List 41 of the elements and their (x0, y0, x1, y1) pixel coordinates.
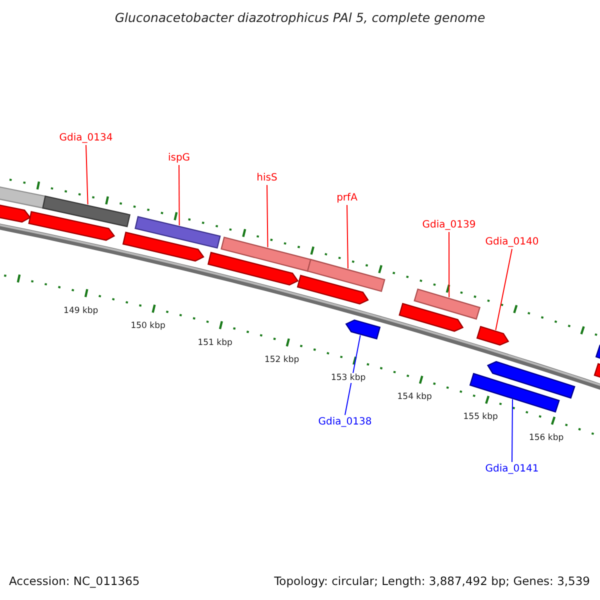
gene-label: Gdia_0141 (485, 464, 539, 474)
gene-segment (207, 252, 299, 286)
scale-label: 153 kbp (330, 373, 367, 384)
gene-segment (414, 288, 481, 320)
gene-label: prfA (336, 192, 358, 204)
gene-label: Gdia_0140 (485, 236, 539, 248)
leader-line (448, 232, 450, 298)
leader-line (512, 398, 513, 462)
gene-segment (220, 236, 312, 272)
gene-segment (296, 274, 369, 305)
scale-label: 156 kbp (528, 432, 565, 443)
leader-line (178, 164, 180, 226)
leader-line (495, 248, 512, 331)
gene-segment (345, 319, 381, 340)
gene-segment (398, 302, 464, 332)
scale-label: 154 kbp (396, 392, 433, 402)
gene-segment (476, 326, 510, 346)
scale-label: 152 kbp (263, 354, 300, 365)
title: Gluconacetobacter diazotrophicus PAl 5, complete genome (114, 10, 486, 25)
gene-label: Gdia_0138 (318, 416, 372, 428)
gene-label: Gdia_0139 (422, 220, 476, 230)
gene-segment (42, 195, 131, 228)
gene-segment (28, 210, 116, 241)
gene-label: hisS (256, 172, 278, 184)
scale-label: 149 kbp (62, 306, 100, 316)
footer-text: Topology: circular; Length: 3,887,492 bp; Genes: 3,539 (274, 574, 590, 588)
scale-label: 150 kbp (130, 321, 166, 332)
leader-line (266, 184, 268, 248)
leader-line (344, 334, 361, 416)
gene-segment (122, 232, 204, 262)
gene-segment (486, 361, 576, 399)
gene-segment (469, 372, 560, 413)
gene-segment (134, 216, 221, 249)
scale-label: 155 kbp (462, 412, 499, 422)
leader-line (86, 144, 88, 205)
footer-text: Accession: NC_011365 (9, 574, 140, 588)
gene-label: ispG (168, 152, 190, 164)
gene-label: Gdia_0134 (59, 132, 113, 144)
gene-segment (306, 258, 386, 292)
leader-line (346, 204, 348, 270)
scale-label: 151 kbp (196, 338, 234, 348)
